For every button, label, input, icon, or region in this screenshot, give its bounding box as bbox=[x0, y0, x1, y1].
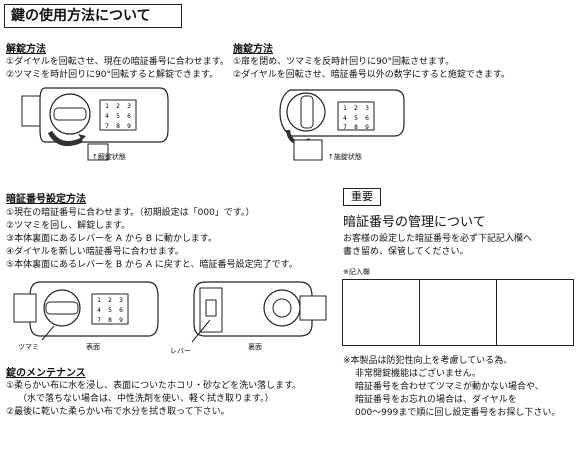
note-4: 暗証番号をお忘れの場合は、ダイヤルを bbox=[355, 395, 517, 405]
lock-step-2: ②ダイヤルを回転させ、暗証番号以外の数字にすると施錠できます。 bbox=[233, 70, 510, 80]
important-text-1: お客様の設定した暗証番号を必ず下記記入欄へ bbox=[343, 234, 533, 244]
svg-text:7: 7 bbox=[97, 317, 101, 324]
setcode-step-4: ④ダイヤルを新しい暗証番号に合わせます。 bbox=[6, 247, 184, 257]
lever-label: レバー bbox=[170, 347, 191, 355]
svg-text:6: 6 bbox=[127, 113, 131, 120]
important-heading: 暗証番号の管理について bbox=[343, 215, 486, 230]
lock-state-label: ↑施錠状態 bbox=[328, 153, 362, 161]
lock-step-1: ①扉を閉め、ツマミを反時計回りに90°回転させます。 bbox=[233, 57, 455, 67]
svg-text:3: 3 bbox=[127, 103, 131, 110]
unlock-state-label: ↑解錠状態 bbox=[92, 153, 126, 161]
svg-text:9: 9 bbox=[365, 124, 369, 131]
setcode-heading: 暗証番号設定方法 bbox=[6, 194, 86, 205]
svg-text:9: 9 bbox=[119, 317, 123, 324]
maintenance-step-2: ②最後に乾いた柔らかい布で水分を拭き取って下さい。 bbox=[6, 407, 230, 417]
record-cell bbox=[343, 280, 420, 345]
svg-text:2: 2 bbox=[108, 297, 112, 304]
back-label: 裏面 bbox=[248, 343, 262, 351]
svg-text:2: 2 bbox=[116, 103, 120, 110]
maintenance-step-1-note: （水で落ちない場合は、中性洗剤を使い、軽く拭き取ります。） bbox=[18, 394, 274, 404]
svg-text:2: 2 bbox=[354, 105, 358, 112]
note-1: ※本製品は防犯性向上を考慮している為、 bbox=[343, 356, 513, 366]
svg-text:8: 8 bbox=[116, 123, 120, 130]
svg-text:1: 1 bbox=[105, 103, 109, 110]
note-5: 000～999まで順に回し設定番号をお探し下さい。 bbox=[355, 408, 561, 418]
svg-text:9: 9 bbox=[127, 123, 131, 130]
svg-text:4: 4 bbox=[97, 307, 101, 314]
important-text-2: 書き留め、保管してください。 bbox=[343, 247, 469, 257]
note-3: 暗証番号を合わせてツマミが動かない場合や、 bbox=[355, 382, 544, 392]
svg-text:3: 3 bbox=[365, 105, 369, 112]
setcode-step-3: ③本体裏面にあるレバーを A から B に動かします。 bbox=[6, 234, 217, 244]
svg-text:1: 1 bbox=[343, 105, 347, 112]
svg-text:6: 6 bbox=[365, 115, 369, 122]
svg-text:5: 5 bbox=[354, 115, 358, 122]
maintenance-heading: 錠のメンテナンス bbox=[6, 368, 86, 379]
unlock-lock-illustration bbox=[21, 87, 169, 161]
important-tag: 重要 bbox=[343, 188, 381, 206]
setcode-step-1: ①現在の暗証番号に合わせます。（初期設定は「000」です。） bbox=[6, 208, 255, 218]
maintenance-step-1: ①柔らかい布に水を浸し、表面についたホコリ・砂などを洗い落します。 bbox=[6, 381, 302, 391]
record-cell bbox=[420, 280, 497, 345]
svg-text:8: 8 bbox=[108, 317, 112, 324]
svg-text:3: 3 bbox=[119, 297, 123, 304]
svg-text:4: 4 bbox=[105, 113, 109, 120]
front-lock-illustration bbox=[13, 281, 159, 341]
lock-lock-illustration bbox=[279, 89, 405, 161]
back-lock-illustration bbox=[191, 281, 327, 343]
svg-text:5: 5 bbox=[108, 307, 112, 314]
front-label: 表面 bbox=[86, 343, 100, 351]
record-box bbox=[342, 279, 574, 346]
svg-text:7: 7 bbox=[105, 123, 109, 130]
lock-heading: 施錠方法 bbox=[233, 44, 273, 55]
record-label: ※記入欄 bbox=[343, 268, 370, 276]
page-title: 鍵の使用方法について bbox=[4, 4, 182, 28]
setcode-step-2: ②ツマミを回し、解錠します。 bbox=[6, 221, 131, 231]
svg-text:5: 5 bbox=[116, 113, 120, 120]
unlock-heading: 解錠方法 bbox=[6, 44, 46, 55]
svg-text:4: 4 bbox=[343, 115, 347, 122]
svg-text:6: 6 bbox=[119, 307, 123, 314]
knob-label: ツマミ bbox=[18, 343, 39, 351]
svg-text:7: 7 bbox=[343, 124, 347, 131]
svg-text:1: 1 bbox=[97, 297, 101, 304]
unlock-step-1: ①ダイヤルを回転させ、現在の暗証番号に合わせます。 bbox=[6, 57, 229, 67]
unlock-step-2: ②ツマミを時計回りに90°回転すると解錠できます。 bbox=[6, 70, 219, 80]
setcode-step-5: ⑤本体裏面にあるレバーを B から A に戻すと、暗証番号設定完了です。 bbox=[6, 260, 298, 270]
note-2: 非常開錠機能はございません。 bbox=[355, 369, 481, 379]
svg-text:8: 8 bbox=[354, 124, 358, 131]
record-cell bbox=[497, 280, 573, 345]
